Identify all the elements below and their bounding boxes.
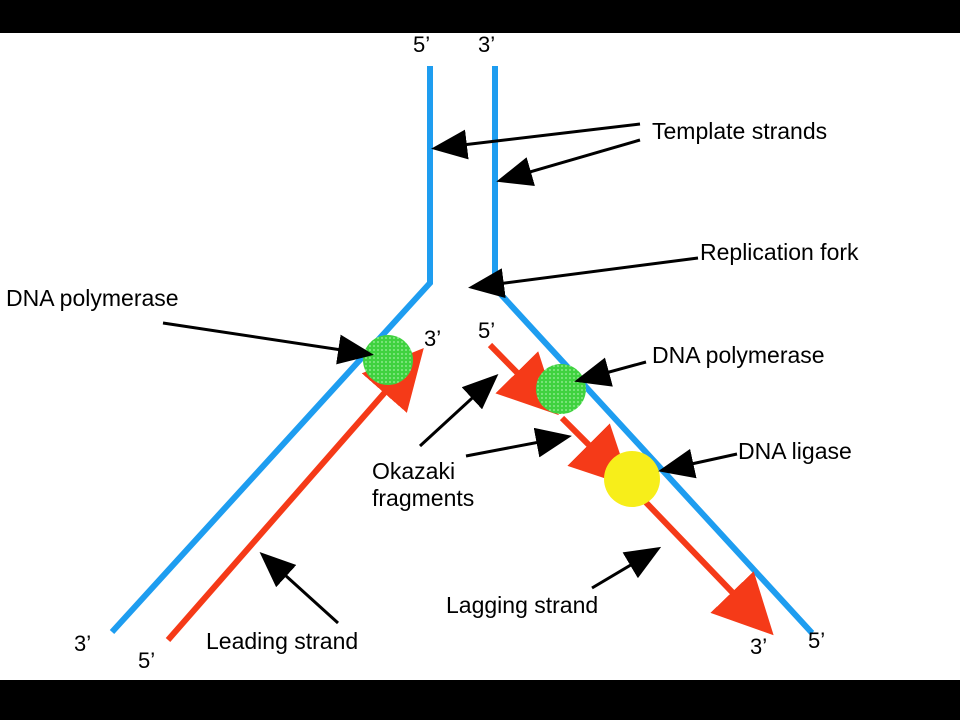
end-label-top-left: 5’: [413, 32, 431, 57]
pointer-leading-strand: [259, 551, 340, 625]
label-dna-polymerase-right: DNA polymerase: [652, 342, 825, 368]
end-label-bottom-right-3: 3’: [750, 634, 768, 659]
label-okazaki-line2: fragments: [372, 485, 475, 511]
pointer-okazaki-lower: [465, 427, 572, 458]
dna-polymerase-right-icon: [536, 364, 586, 414]
leading-strand-line: [165, 347, 424, 642]
end-label-bottom-right-5: 5’: [808, 628, 826, 653]
end-label-bottom-left-5: 5’: [138, 648, 156, 673]
pointer-replication-fork: [468, 256, 699, 299]
pointer-ligase: [658, 448, 738, 479]
okazaki-fragment-3: [631, 487, 774, 636]
okazaki-fragment-1: [487, 342, 559, 416]
label-template-strands: Template strands: [652, 118, 828, 144]
label-leading-strand: Leading strand: [206, 628, 359, 654]
label-lagging-strand: Lagging strand: [446, 592, 599, 618]
label-replication-fork: Replication fork: [700, 239, 859, 265]
pointer-okazaki-upper: [418, 373, 499, 448]
end-label-leading-3: 3’: [424, 326, 442, 351]
pointer-polymerase-right: [574, 357, 647, 387]
end-label-lagging-5: 5’: [478, 318, 496, 343]
dna-polymerase-left-icon: [363, 335, 413, 385]
diagram-canvas: [0, 33, 960, 680]
label-okazaki-line1: Okazaki: [372, 458, 456, 484]
end-label-bottom-left-3: 3’: [74, 631, 92, 656]
pointer-template-left: [431, 122, 641, 160]
pointer-polymerase-left: [162, 321, 374, 365]
okazaki-fragment-2: [559, 415, 631, 487]
pointer-template-right: [496, 138, 641, 187]
template-strand-left: [109, 66, 433, 635]
dna-ligase-icon: [604, 451, 660, 507]
label-dna-polymerase-left: DNA polymerase: [6, 285, 179, 311]
end-label-top-right: 3’: [478, 32, 496, 57]
pointer-lagging-strand: [591, 546, 662, 590]
label-dna-ligase: DNA ligase: [738, 438, 852, 464]
